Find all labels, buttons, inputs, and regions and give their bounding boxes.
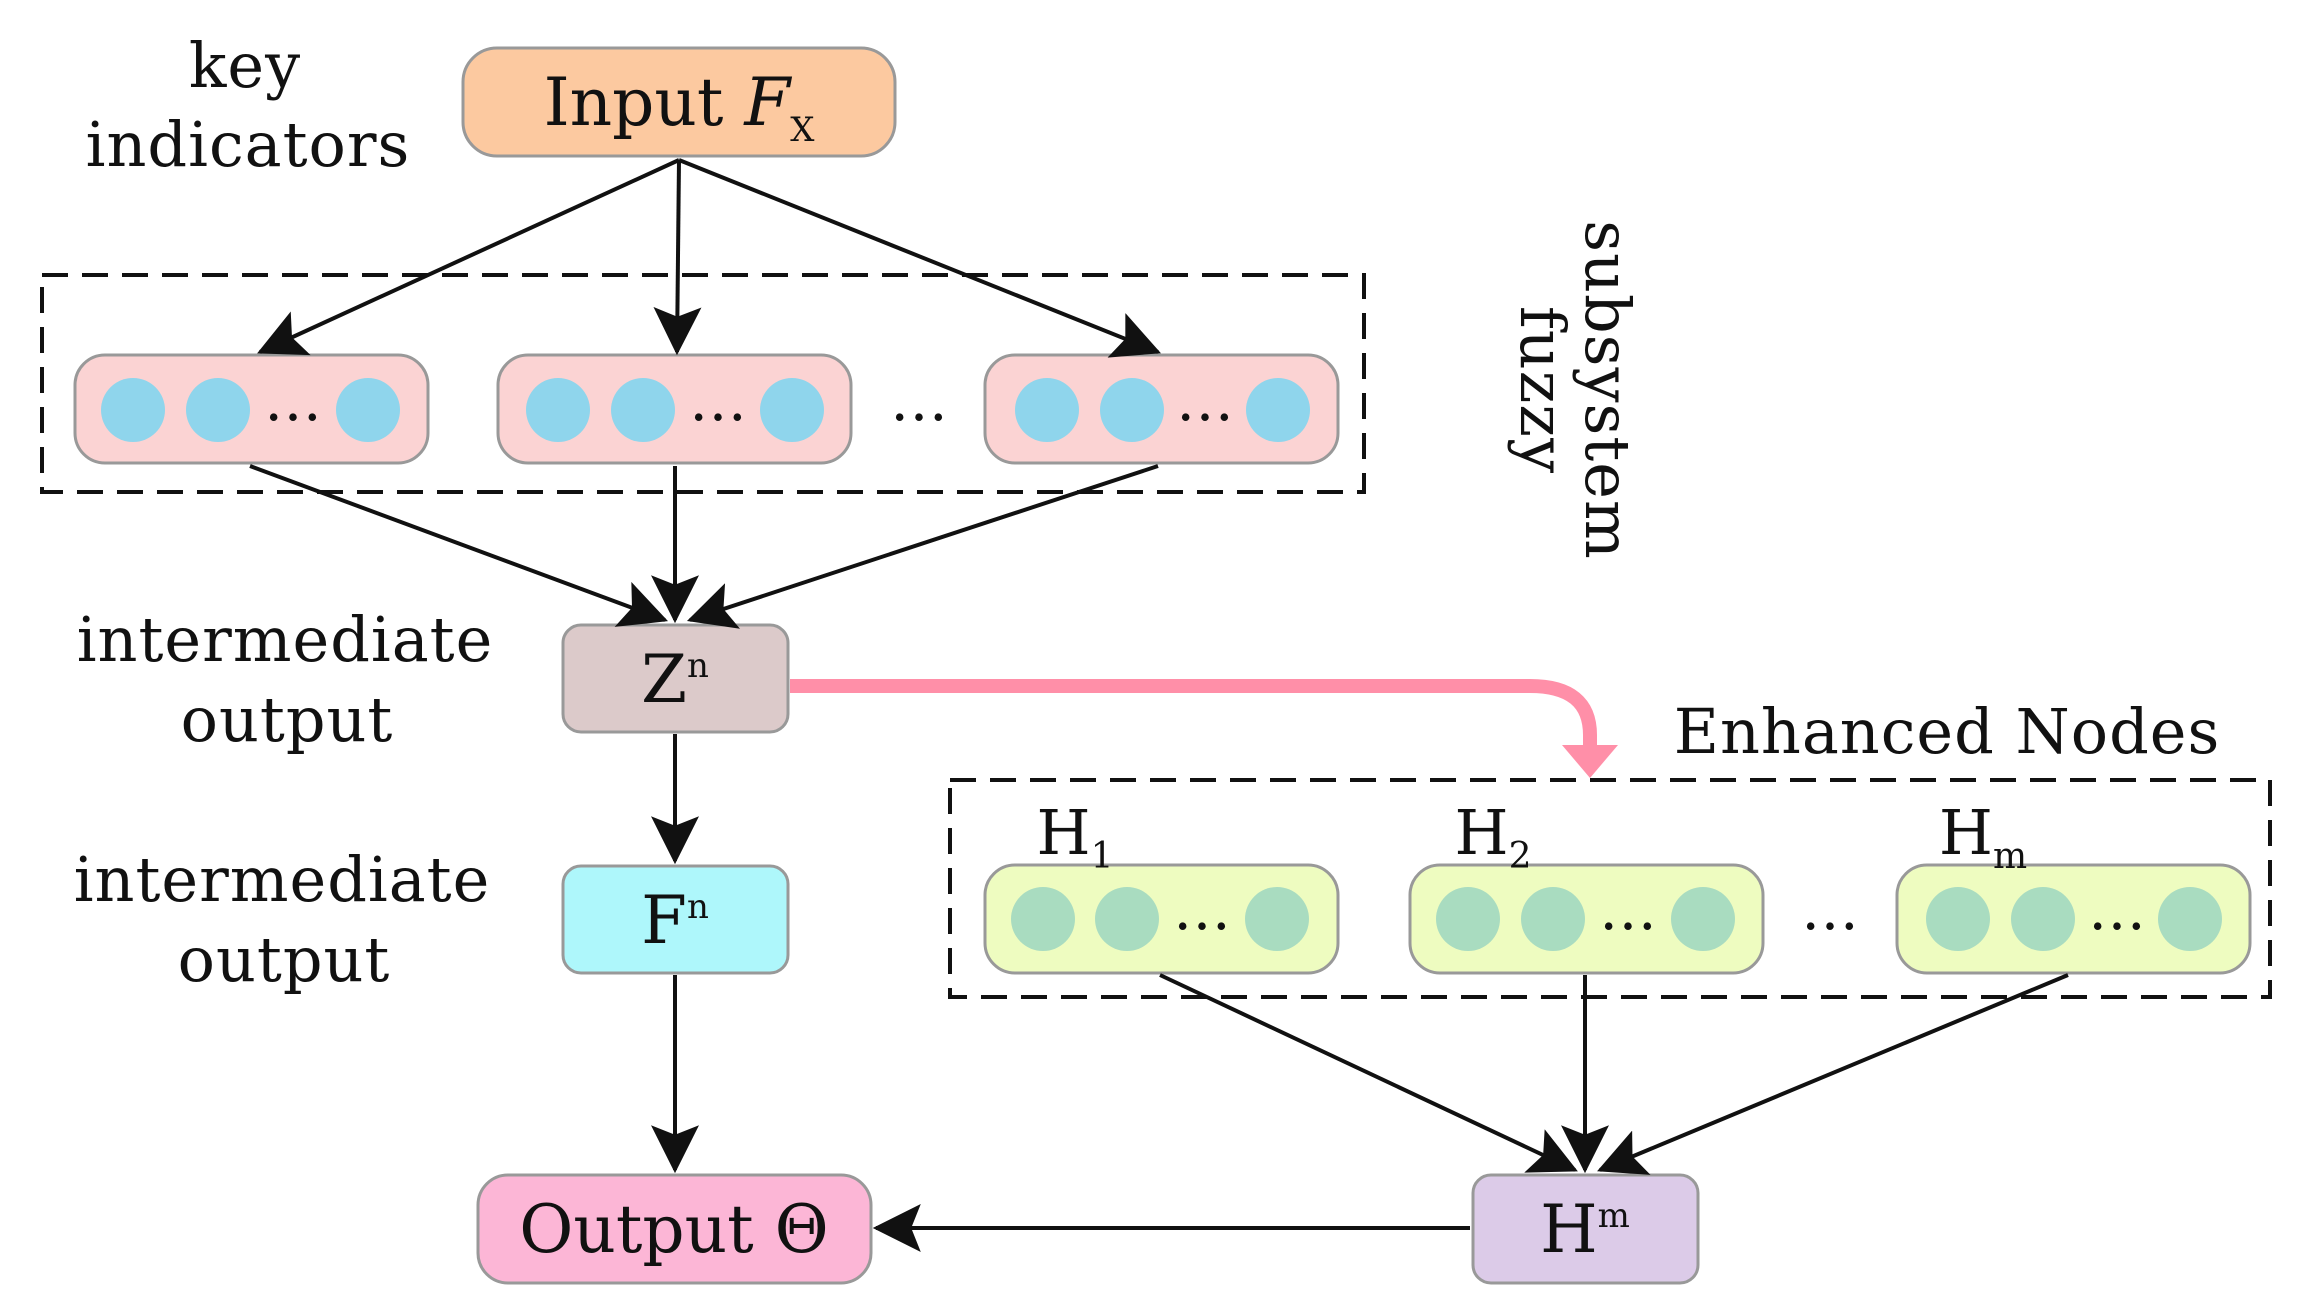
input-label-main: Input xyxy=(543,64,745,141)
enhanced-group-2 xyxy=(1408,863,1765,975)
hm-box-label: Hm xyxy=(1540,1197,1630,1263)
enhanced-node-circle xyxy=(1245,887,1309,951)
enhanced-hm-label: Hm xyxy=(1939,802,2027,875)
enhanced-group-2-ellipsis: … xyxy=(1599,875,1657,943)
input-box xyxy=(461,46,897,158)
z-box xyxy=(561,623,790,734)
intermediate-output-label-1-line2: output xyxy=(180,683,394,756)
key-indicators-label-line2: indicators xyxy=(85,108,411,181)
enhanced-node-circle xyxy=(1521,887,1585,951)
intermediate-output-label-2-line2: output xyxy=(177,923,391,996)
enhanced-node-circle xyxy=(1926,887,1990,951)
enhanced-node-circle xyxy=(1671,887,1735,951)
enhanced-node-circle xyxy=(1011,887,1075,951)
fuzzy-subsystem-dashed-group xyxy=(40,273,1366,494)
f-label-sup: n xyxy=(686,887,709,927)
pink-curved-arrow xyxy=(790,679,1597,752)
f-label-main: F xyxy=(641,882,687,959)
input-box-label: Input FX xyxy=(544,70,815,148)
enhanced-h1-main: H xyxy=(1036,796,1091,869)
fuzzy-group-1 xyxy=(73,353,430,465)
hm-label-sup: m xyxy=(1597,1196,1630,1236)
fuzzy-subsystem-label-line1: fuzzy xyxy=(1505,305,1579,475)
output-box-label: Output Θ xyxy=(519,1191,829,1268)
enhanced-nodes-label: Enhanced Nodes xyxy=(1673,695,2221,768)
input-label-italic: F xyxy=(744,64,791,141)
hm-label-main: H xyxy=(1540,1191,1598,1268)
fuzzy-node-circle xyxy=(611,378,675,442)
fuzzy-group-3 xyxy=(983,353,1340,465)
enhanced-node-circle xyxy=(1095,887,1159,951)
fuzzy-node-circle xyxy=(336,378,400,442)
arrow-input-to-fuzzy-2 xyxy=(653,159,702,356)
fuzzy-subsystem-label: subsystem fuzzy xyxy=(1505,220,1644,560)
enhanced-h1-sub: 1 xyxy=(1090,836,1114,877)
enhanced-node-circle xyxy=(2011,887,2075,951)
fuzzy-group-3-ellipsis: … xyxy=(1176,366,1234,434)
pink-arrow-head xyxy=(1562,745,1618,778)
fuzzy-group-2 xyxy=(496,353,853,465)
arrow-fuzzy-3-to-z xyxy=(686,464,1159,629)
arrow-input-to-fuzzy-1 xyxy=(257,158,680,356)
enhanced-hm-sub: m xyxy=(1992,836,2028,877)
arrow-input-to-fuzzy-3 xyxy=(678,158,1161,358)
enhanced-nodes-dashed-group xyxy=(948,778,2272,999)
enhanced-node-circle xyxy=(1436,887,1500,951)
intermediate-output-label-2-line1: intermediate xyxy=(73,843,491,916)
fuzzy-node-circle xyxy=(1015,378,1079,442)
enhanced-group-3 xyxy=(1895,863,2252,975)
enhanced-node-circle xyxy=(2158,887,2222,951)
enhanced-group-1 xyxy=(983,863,1340,975)
z-label-main: Z xyxy=(641,641,687,718)
hm-box xyxy=(1471,1173,1700,1285)
fuzzy-node-circle xyxy=(101,378,165,442)
z-label-sup: n xyxy=(686,646,709,686)
arrow-fuzzy-1-to-z xyxy=(249,464,669,627)
enhanced-group-3-ellipsis: … xyxy=(2088,875,2146,943)
arrow-enhanced-3-to-hm xyxy=(1597,973,2069,1175)
enhanced-hm-main: H xyxy=(1938,796,1993,869)
enhanced-between-groups-ellipsis: … xyxy=(1801,875,1859,943)
f-box-label: Fn xyxy=(641,888,709,954)
arrow-enhanced-1-to-hm xyxy=(1159,973,1578,1173)
fuzzy-node-circle xyxy=(1100,378,1164,442)
enhanced-h2-sub: 2 xyxy=(1508,836,1532,877)
key-indicators-label-line1: key xyxy=(188,29,302,102)
fuzzy-between-groups-ellipsis: … xyxy=(890,366,948,434)
f-box xyxy=(561,864,790,975)
z-box-label: Zn xyxy=(641,647,709,713)
enhanced-h1-label: H1 xyxy=(1037,802,1114,875)
enhanced-group-1-ellipsis: … xyxy=(1173,875,1231,943)
fuzzy-group-2-ellipsis: … xyxy=(689,366,747,434)
input-label-sub: X xyxy=(790,110,815,150)
enhanced-h2-label: H2 xyxy=(1455,802,1532,875)
enhanced-h2-main: H xyxy=(1454,796,1509,869)
fuzzy-node-circle xyxy=(186,378,250,442)
output-box xyxy=(476,1173,873,1285)
fuzzy-group-1-ellipsis: … xyxy=(264,366,322,434)
fuzzy-node-circle xyxy=(526,378,590,442)
fuzzy-node-circle xyxy=(760,378,824,442)
intermediate-output-label-1-line1: intermediate xyxy=(76,603,494,676)
fuzzy-subsystem-label-line2: subsystem xyxy=(1570,220,1644,560)
fuzzy-node-circle xyxy=(1246,378,1310,442)
